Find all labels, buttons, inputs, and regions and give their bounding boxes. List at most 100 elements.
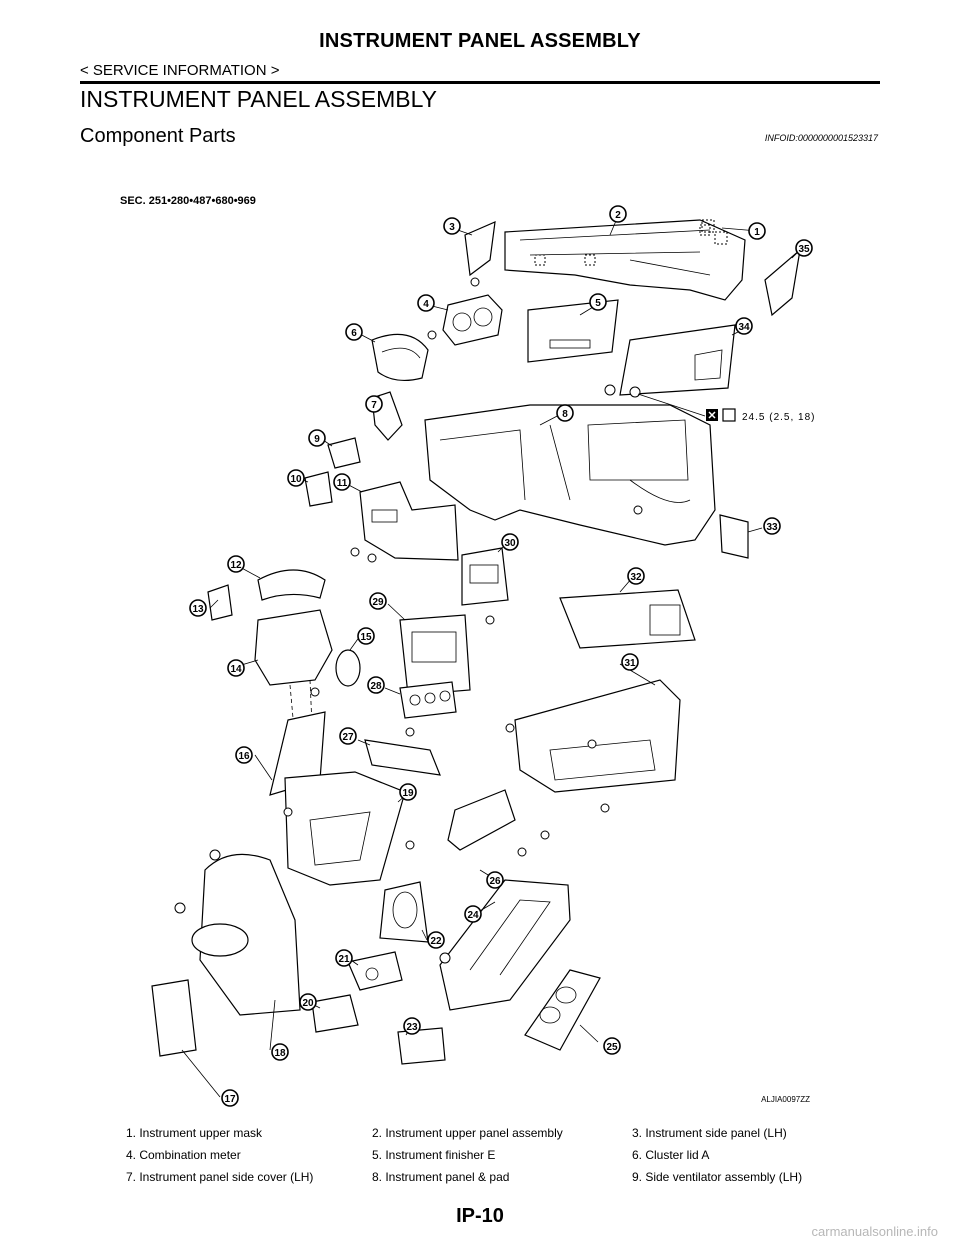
callout-25: 25 — [603, 1037, 621, 1055]
callout-29: 29 — [369, 592, 387, 610]
svg-text:15: 15 — [360, 632, 372, 643]
callout-1: 1 — [748, 222, 766, 240]
svg-text:4: 4 — [423, 299, 429, 310]
part-23 — [397, 1027, 446, 1065]
callout-34: 34 — [735, 317, 753, 335]
part-26 — [447, 789, 550, 857]
part-25 — [524, 969, 601, 1051]
callout-8: 8 — [556, 404, 574, 422]
exploded-parts-diagram: SEC. 251•280•487•680•969 — [110, 180, 850, 1110]
part-10 — [304, 471, 333, 507]
legend-item: 3. Instrument side panel (LH) — [632, 1126, 787, 1140]
svg-text:3: 3 — [449, 222, 455, 233]
parts-legend: 1. Instrument upper mask 2. Instrument u… — [80, 1122, 880, 1188]
part-24 — [439, 879, 571, 1011]
legend-item: 8. Instrument panel & pad — [372, 1170, 510, 1184]
watermark: carmanualsonline.info — [811, 1224, 938, 1239]
callout-10: 10 — [287, 469, 305, 487]
part-upper-mask — [701, 219, 728, 245]
callout-3: 3 — [443, 217, 461, 235]
svg-text:29: 29 — [372, 597, 384, 608]
legend-row: 4. Combination meter 5. Instrument finis… — [80, 1144, 880, 1166]
part-instrument-panel-pad — [424, 404, 716, 546]
svg-text:14: 14 — [230, 664, 242, 675]
callout-24: 24 — [464, 905, 482, 923]
header-divider — [80, 81, 880, 84]
svg-text:31: 31 — [624, 658, 636, 669]
svg-text:35: 35 — [798, 244, 810, 255]
part-29 — [399, 614, 495, 696]
section-title: INSTRUMENT PANEL ASSEMBLY — [80, 86, 438, 112]
callout-32: 32 — [627, 567, 645, 585]
callout-12: 12 — [227, 555, 245, 573]
svg-text:1: 1 — [754, 227, 760, 238]
callout-22: 22 — [427, 931, 445, 949]
legend-item: 9. Side ventilator assembly (LH) — [632, 1170, 803, 1184]
part-combination-meter — [427, 294, 503, 346]
callout-20: 20 — [299, 993, 317, 1011]
callout-16: 16 — [235, 746, 253, 764]
callout-26: 26 — [486, 871, 504, 889]
part-32 — [559, 589, 696, 649]
svg-text:33: 33 — [766, 522, 778, 533]
info-id: INFOID:0000000001523317 — [764, 133, 878, 143]
part-20 — [311, 994, 359, 1033]
callout-13: 13 — [189, 599, 207, 617]
legend-item: 6. Cluster lid A — [632, 1148, 710, 1162]
callout-7: 7 — [365, 395, 383, 413]
diagram-svg: SEC. 251•280•487•680•969 — [120, 195, 815, 1107]
svg-text:6: 6 — [351, 328, 357, 339]
part-upper-panel — [504, 219, 746, 301]
torque-spec-marker: 24.5 (2.5, 18) — [637, 393, 815, 423]
svg-text:21: 21 — [338, 954, 350, 965]
legend-item: 1. Instrument upper mask — [126, 1126, 263, 1140]
part-33 — [719, 514, 749, 559]
callout-6: 6 — [345, 323, 363, 341]
svg-text:18: 18 — [274, 1048, 286, 1059]
callout-4: 4 — [417, 294, 435, 312]
svg-text:34: 34 — [738, 322, 750, 333]
torque-spec-text: 24.5 (2.5, 18) — [742, 412, 815, 423]
callout-14: 14 — [227, 659, 245, 677]
svg-text:25: 25 — [606, 1042, 618, 1053]
part-18 — [174, 849, 301, 1016]
callout-33: 33 — [763, 517, 781, 535]
legend-row: 1. Instrument upper mask 2. Instrument u… — [80, 1122, 880, 1144]
figure-code: ALJIA0097ZZ — [761, 1095, 810, 1104]
part-finisher-e — [527, 299, 619, 363]
svg-text:5: 5 — [595, 298, 601, 309]
part-31 — [505, 679, 681, 813]
callout-19: 19 — [399, 783, 417, 801]
callout-30: 30 — [501, 533, 519, 551]
legend-row: 7. Instrument panel side cover (LH) 8. I… — [80, 1166, 880, 1188]
part-12 — [257, 569, 326, 601]
part-cluster-lid — [371, 333, 429, 382]
callout-23: 23 — [403, 1017, 421, 1035]
part-14 — [254, 609, 333, 741]
part-17 — [151, 979, 197, 1057]
document-title: INSTRUMENT PANEL ASSEMBLY — [319, 30, 641, 52]
svg-text:22: 22 — [430, 936, 442, 947]
callout-18: 18 — [271, 1043, 289, 1061]
callout-28: 28 — [367, 676, 385, 694]
breadcrumb: < SERVICE INFORMATION > — [80, 62, 280, 79]
callout-35: 35 — [795, 239, 813, 257]
legend-item: 4. Combination meter — [126, 1148, 241, 1162]
svg-text:9: 9 — [314, 434, 320, 445]
svg-text:19: 19 — [402, 788, 414, 799]
callout-17: 17 — [221, 1089, 239, 1107]
svg-text:17: 17 — [224, 1094, 236, 1105]
svg-text:20: 20 — [302, 998, 314, 1009]
callout-9: 9 — [308, 429, 326, 447]
part-22 — [379, 881, 429, 943]
page-number: IP-10 — [456, 1205, 504, 1227]
svg-text:13: 13 — [192, 604, 204, 615]
part-28 — [399, 681, 457, 737]
svg-text:27: 27 — [342, 732, 354, 743]
svg-text:32: 32 — [630, 572, 642, 583]
part-30 — [461, 547, 509, 606]
part-34 — [604, 324, 736, 398]
callout-5: 5 — [589, 293, 607, 311]
part-13 — [207, 584, 233, 621]
part-side-panel-lh — [464, 221, 496, 287]
